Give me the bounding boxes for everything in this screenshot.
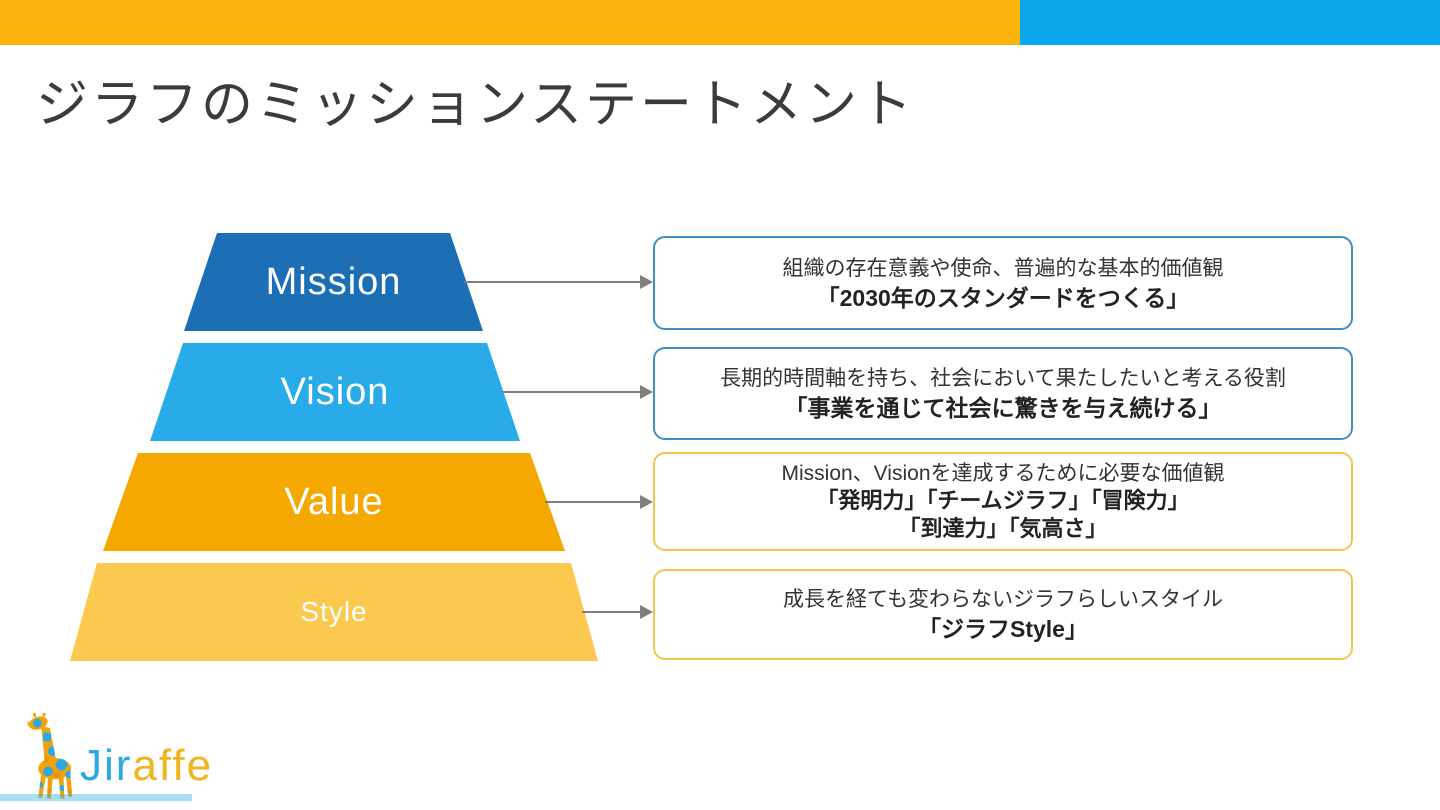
arrow-line: [464, 281, 642, 283]
arrow-head-icon: [640, 275, 653, 289]
arrow-line: [501, 391, 642, 393]
page-title: ジラフのミッションステートメント: [36, 76, 915, 134]
style-desc-line2: 「ジラフStyle」: [918, 616, 1088, 642]
vision-desc-line2: 「事業を通じて社会に驚きを与え続ける」: [784, 395, 1222, 421]
arrow-line: [545, 501, 642, 503]
pyramid-level-mission: Mission: [184, 233, 483, 331]
value-description-box: Mission、Visionを達成するために必要な価値観 「発明力」「チームジラ…: [653, 452, 1353, 551]
value-connector-arrow: [545, 495, 653, 509]
style-description-box: 成長を経ても変わらないジラフらしいスタイル 「ジラフStyle」: [653, 569, 1353, 660]
top-accent-bar-yellow: [0, 0, 1020, 45]
style-connector-arrow: [582, 605, 653, 619]
jiraffe-logo: Jiraffe: [18, 712, 213, 800]
pyramid-level-vision: Vision: [150, 343, 520, 441]
style-desc-line1: 成長を経ても変わらないジラフらしいスタイル: [783, 588, 1223, 611]
mission-connector-arrow: [464, 275, 653, 289]
arrow-line: [582, 611, 642, 613]
mission-description-box: 組織の存在意義や使命、普遍的な基本的価値観 「2030年のスタンダードをつくる」: [653, 236, 1353, 330]
top-accent-bar-blue: [1020, 0, 1440, 45]
bottom-accent-strip: [0, 794, 192, 801]
value-desc-line3: 「到達力」「気高さ」: [898, 516, 1108, 541]
vision-connector-arrow: [501, 385, 653, 399]
giraffe-icon: [27, 712, 73, 799]
pyramid-level-mission-label: Mission: [265, 260, 402, 303]
vision-description-box: 長期的時間軸を持ち、社会において果たしたいと考える役割 「事業を通じて社会に驚き…: [653, 347, 1353, 440]
arrow-head-icon: [640, 495, 653, 509]
pyramid-level-value-label: Value: [284, 480, 384, 523]
vision-desc-line1: 長期的時間軸を持ち、社会において果たしたいと考える役割: [720, 367, 1286, 390]
mission-desc-line1: 組織の存在意義や使命、普遍的な基本的価値観: [782, 256, 1224, 280]
arrow-head-icon: [640, 605, 653, 619]
pyramid-level-style-label: Style: [300, 596, 368, 627]
pyramid-level-vision-label: Vision: [280, 370, 390, 413]
mission-desc-line2: 「2030年のスタンダードをつくる」: [816, 284, 1190, 311]
value-desc-line1: Mission、Visionを達成するために必要な価値観: [781, 462, 1225, 485]
value-desc-line2: 「発明力」「チームジラフ」「冒険力」: [816, 488, 1190, 513]
logo-text-blue: Jir: [80, 741, 133, 790]
logo-text-yellow: affe: [132, 741, 214, 790]
pyramid-level-value: Value: [103, 453, 565, 551]
arrow-head-icon: [640, 385, 653, 399]
logo-wordmark: Jiraffe: [80, 744, 213, 800]
pyramid-level-style: Style: [70, 563, 598, 661]
